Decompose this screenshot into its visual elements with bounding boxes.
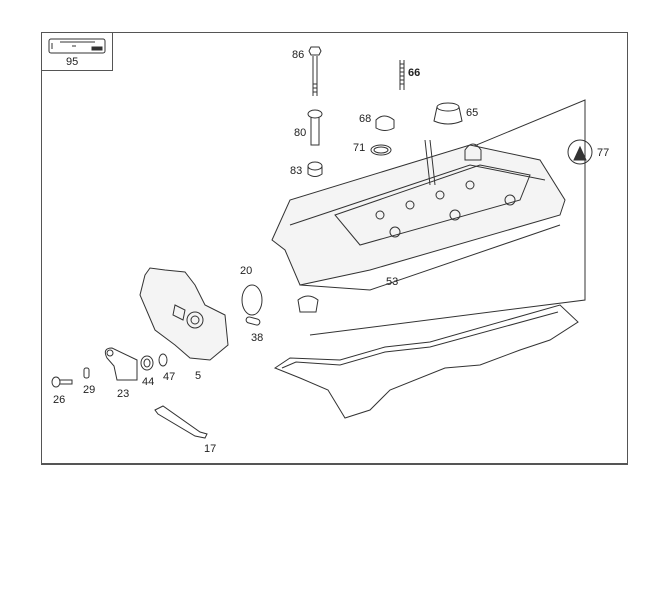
part-71-oring [370,144,392,156]
part-label-26: 26 [53,394,66,406]
part-23-bracket [104,347,138,381]
inset-box-95 [41,32,113,71]
part-label-68: 68 [359,113,372,125]
part-label-66: 66 [408,67,421,79]
part-53-valve-cover [271,99,586,336]
part-label-65: 65 [466,107,479,119]
part-gasket [273,304,579,419]
part-label-47: 47 [163,371,176,383]
part-label-77: 77 [597,147,610,159]
part-label-17: 17 [204,443,217,455]
part-label-80: 80 [294,127,307,139]
part-95-icon [48,38,106,54]
part-66-stud [399,60,405,90]
part-44-bushing [140,355,154,371]
part-label-29: 29 [83,384,96,396]
part-80-sleeve [307,109,323,146]
part-86-bolt [308,46,322,96]
part-5-timing-cover [139,267,229,361]
part-label-23: 23 [117,388,130,400]
part-29-clip [83,367,90,379]
inset-label: 95 [66,56,79,68]
part-label-71: 71 [353,142,366,154]
part-label-38: 38 [251,332,264,344]
part-label-83: 83 [290,165,303,177]
diagram-frame [41,32,628,465]
part-68-cap [375,115,395,131]
part-bracket [297,295,319,313]
part-label-86: 86 [292,49,305,61]
part-label-5: 5 [195,370,202,382]
part-83-nut [307,161,323,177]
part-label-20: 20 [240,265,253,277]
part-38-pin [245,316,261,326]
part-77-plug [567,139,593,165]
part-label-44: 44 [142,376,155,388]
part-47-washer [158,353,168,367]
part-65-grommet [433,102,463,125]
part-label-53: 53 [386,276,399,288]
part-17-seal [154,405,208,439]
part-20-oring [241,284,263,316]
part-26-bolt [51,376,73,388]
